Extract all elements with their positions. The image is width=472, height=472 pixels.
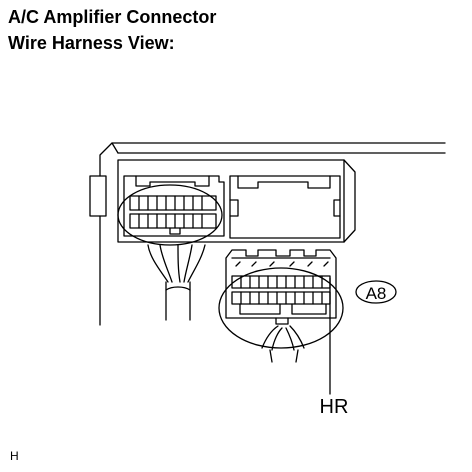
a8-tag-oval <box>355 280 397 304</box>
figure-code: H <box>10 449 19 463</box>
amplifier-housing <box>89 142 446 326</box>
left-upper-connector <box>123 175 225 237</box>
lower-wire-bundle <box>261 325 305 363</box>
right-upper-connector <box>229 175 341 239</box>
lower-connector-highlight-circle <box>218 267 344 349</box>
left-wire-bundle <box>147 244 206 321</box>
connector-tag-label: A8 <box>366 284 387 303</box>
title-line-1: A/C Amplifier Connector <box>8 7 217 27</box>
title-line-2: Wire Harness View: <box>8 33 175 53</box>
lower-connector-a8 <box>225 249 337 325</box>
upper-connector-block <box>117 159 356 243</box>
left-connector-highlight-circle <box>117 184 223 246</box>
terminal-label-hr: HR <box>320 396 349 418</box>
